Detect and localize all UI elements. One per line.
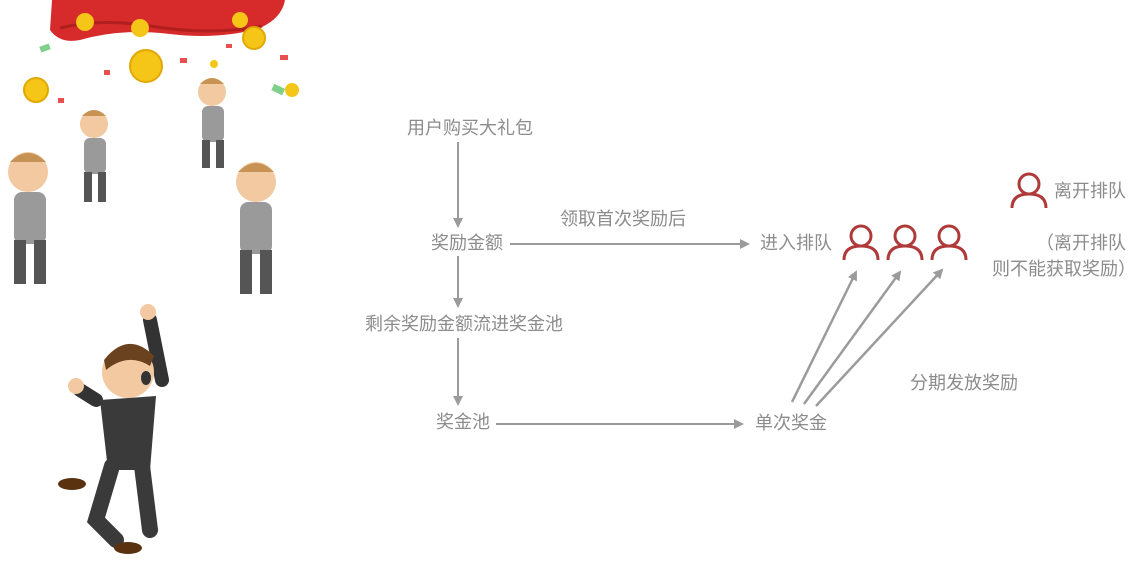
- legend-leave-queue: 离开排队: [1054, 181, 1126, 202]
- waiting-person-1: [80, 110, 108, 202]
- person-outline-icon: [886, 224, 924, 261]
- person-outline-icon: [930, 224, 968, 261]
- arrow-payout-3: [815, 268, 944, 407]
- legend-note-line1: （离开排队: [1036, 233, 1126, 254]
- node-buy-gift-pack: 用户购买大礼包: [407, 118, 533, 139]
- waiting-person-4: [236, 162, 276, 294]
- node-prize-pool: 奖金池: [436, 412, 490, 433]
- legend-person-icon: [1010, 172, 1048, 209]
- node-single-prize: 单次奖金: [755, 413, 827, 434]
- legend-note-line2: 则不能获取奖励）: [992, 259, 1136, 280]
- person-outline-icon: [842, 224, 880, 261]
- coins-icon: [23, 26, 299, 103]
- node-join-queue: 进入排队: [760, 233, 832, 254]
- celebration-illustration: [8, 0, 299, 554]
- node-remaining-to-pool: 剩余奖励金额流进奖金池: [365, 314, 563, 335]
- red-envelope-icon: [50, 0, 285, 41]
- excited-businessman: [58, 304, 169, 554]
- edge-label-installment-payout: 分期发放奖励: [910, 373, 1018, 394]
- node-reward-amount: 奖励金额: [431, 233, 503, 254]
- waiting-person-3: [8, 152, 48, 284]
- edge-label-after-first-reward: 领取首次奖励后: [560, 209, 686, 230]
- arrow-payout-2: [802, 270, 902, 405]
- waiting-person-2: [198, 78, 226, 168]
- arrow-payout-1: [790, 270, 858, 403]
